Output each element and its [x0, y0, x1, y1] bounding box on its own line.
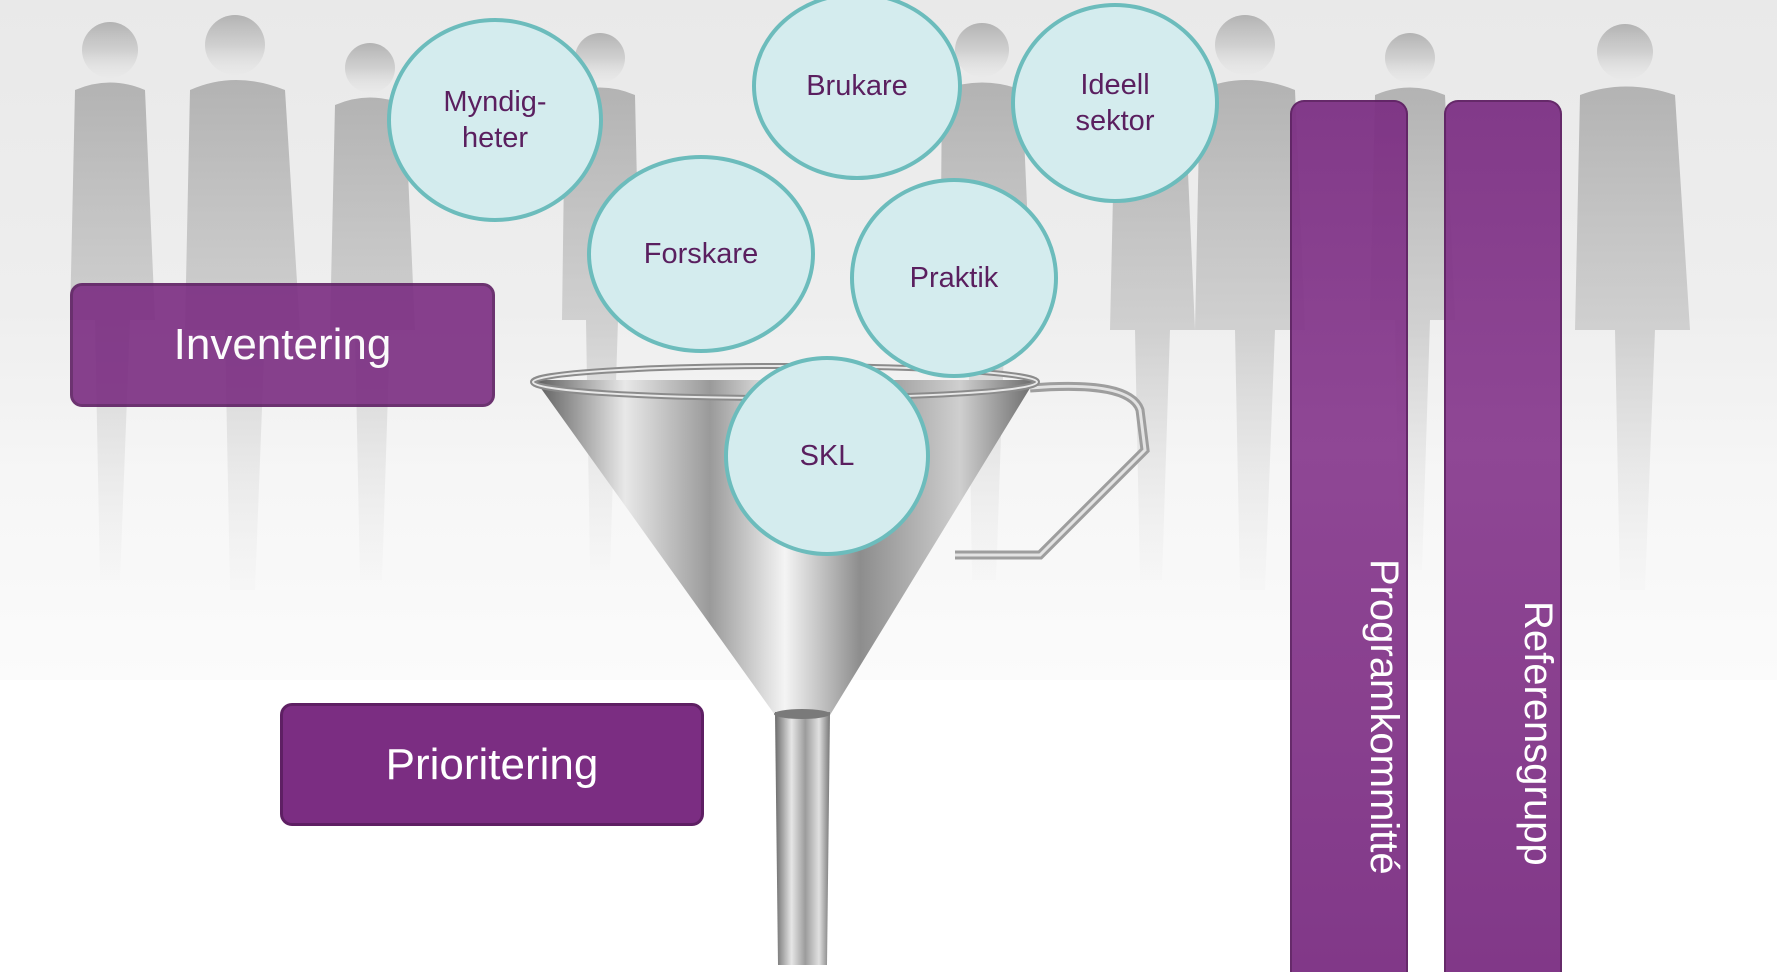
- stage-prioritering-label: Prioritering: [385, 739, 599, 789]
- group-referensgrupp-label: Referensgrupp: [1516, 600, 1560, 866]
- bubble-forskare: Forskare: [587, 155, 815, 353]
- bubble-skl: SKL: [724, 356, 930, 556]
- group-programkommitte: Programkommitté: [1290, 100, 1408, 972]
- bubble-myndigheter: Myndig- heter: [387, 18, 603, 222]
- stage-prioritering: Prioritering: [280, 703, 704, 826]
- stage-inventering-label: Inventering: [173, 320, 392, 369]
- bubble-praktik: Praktik: [850, 178, 1058, 378]
- bubble-ideell-sektor: Ideell sektor: [1011, 3, 1219, 203]
- bubble-brukare: Brukare: [752, 0, 962, 180]
- group-referensgrupp: Referensgrupp: [1444, 100, 1562, 972]
- group-programkommitte-label: Programkommitté: [1362, 559, 1406, 875]
- stage-inventering: Inventering: [70, 283, 495, 407]
